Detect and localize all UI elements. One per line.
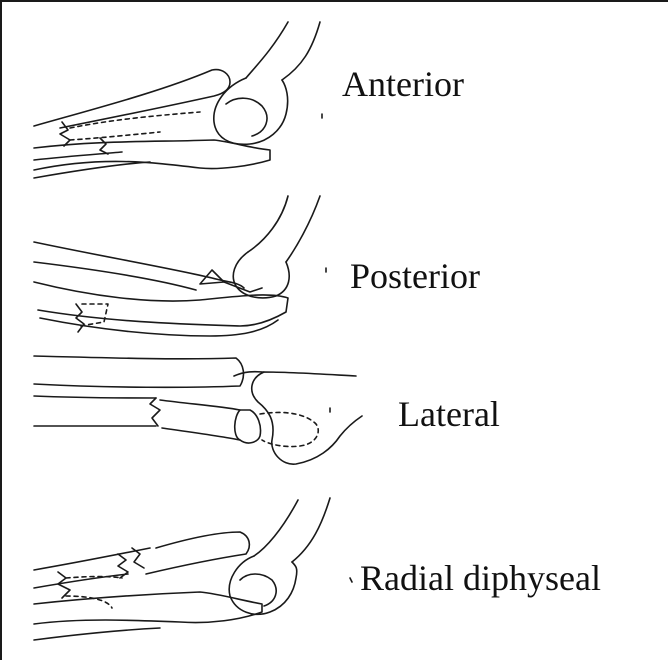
lateral-fossa [260, 412, 318, 446]
posterior-condyle [233, 252, 289, 298]
lateral-fracture [150, 398, 160, 426]
anterior-trochlea [226, 98, 267, 136]
lateral-radial-head [235, 410, 261, 443]
lateral-radius [34, 356, 243, 387]
posterior-ulna [34, 282, 288, 326]
posterior-radius [34, 242, 244, 288]
radial-humerus [254, 498, 330, 562]
lateral-illustration [34, 356, 362, 464]
anterior-humerus [246, 22, 320, 80]
anterior-ulna [34, 140, 270, 170]
anterior-fracture-2 [100, 138, 108, 154]
anterior-condyle [214, 78, 288, 144]
radial-condyle [229, 556, 297, 614]
radial-diaphyseal-illustration [34, 498, 352, 640]
radial-fracture-lower [58, 572, 70, 598]
anterior-radius [34, 70, 230, 128]
label-posterior: Posterior [350, 258, 480, 294]
lateral-ulna-shaft [34, 396, 156, 426]
label-lateral: Lateral [398, 396, 500, 432]
label-anterior: Anterior [342, 66, 464, 102]
posterior-humerus [248, 196, 320, 262]
radial-radius [34, 548, 150, 588]
label-radial-diaphyseal: Radial diphyseal [360, 560, 601, 596]
posterior-coronoid-fragment [200, 270, 224, 284]
anterior-illustration [34, 22, 322, 178]
posterior-illustration [34, 196, 326, 336]
posterior-fracture [76, 304, 84, 332]
